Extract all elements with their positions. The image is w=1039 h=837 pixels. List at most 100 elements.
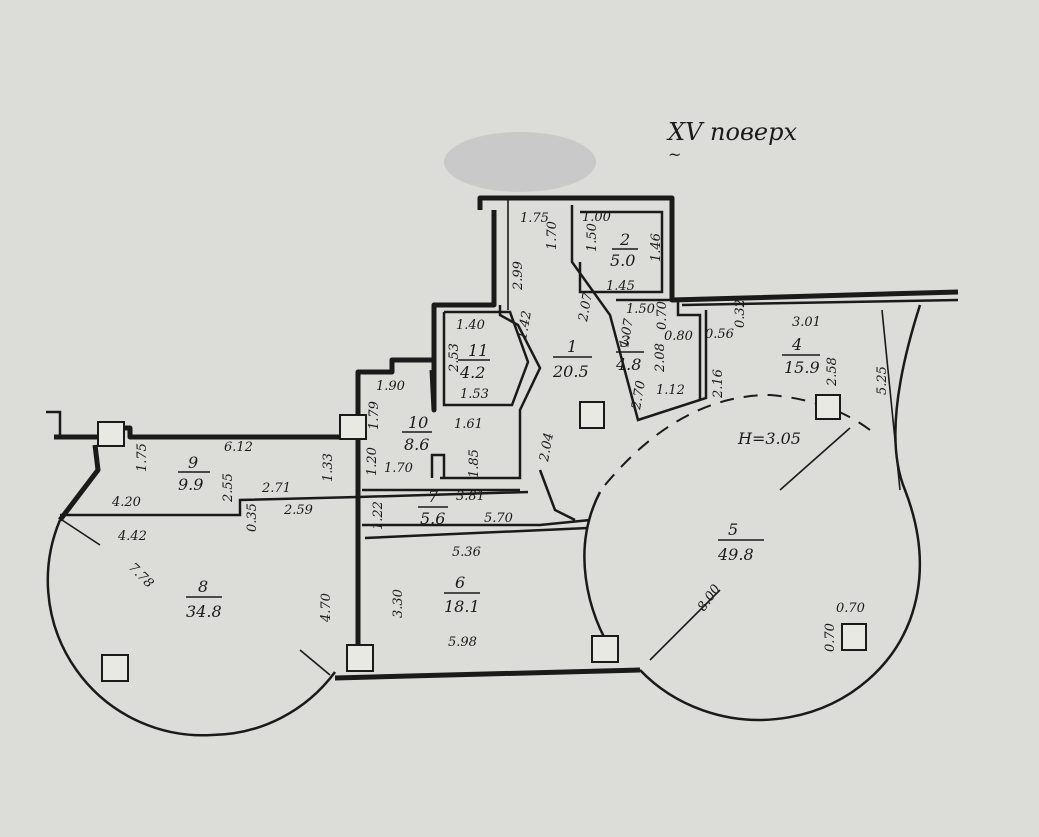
column-left (97, 421, 125, 447)
wall-top-right-hatch (681, 298, 959, 307)
arrow-room-4 (881, 309, 901, 491)
dim-label: 1.45 (606, 279, 635, 294)
wall-room-7-bottom (362, 518, 591, 527)
dim-label: 2.70 (629, 380, 649, 412)
dim-label: 1.79 (367, 401, 382, 430)
dim-label: 0.35 (245, 503, 260, 532)
dim-label: 3.81 (456, 489, 485, 504)
wall-room-10-stub (430, 453, 446, 478)
dim-label: 1.40 (456, 318, 485, 333)
wall-room-2-inner (578, 210, 664, 294)
dim-label: 0.32 (733, 299, 748, 328)
dim-label: 5.98 (448, 635, 477, 650)
room-2-area: 5.0 (610, 251, 635, 270)
dim-label: 5.36 (452, 545, 481, 560)
room-1-area: 20.5 (552, 362, 589, 381)
dim-label: 7.78 (125, 560, 156, 591)
column-room-1 (579, 401, 605, 429)
wall-room-3 (616, 298, 702, 400)
room-5-id: 5 (728, 520, 738, 539)
room-4-id: 4 (791, 335, 802, 354)
column-right-bottom (591, 635, 619, 663)
column-room-4 (815, 394, 841, 420)
dim-label: 1.42 (515, 310, 535, 341)
wall-core-top (477, 195, 959, 303)
dim-label: 1.61 (454, 417, 483, 432)
dim-label: 2.71 (261, 481, 291, 496)
dim-label: 2.16 (711, 369, 726, 399)
dim-label: 3.30 (391, 589, 406, 618)
dim-label: 6.12 (224, 440, 253, 455)
room-7-id: 7 (428, 487, 439, 506)
dimension-labels: 1.75 1.00 1.70 1.50 1.46 2.99 1.45 2.07 … (111, 210, 890, 652)
dim-label: 1.85 (467, 449, 482, 478)
wall-room-6-curve (583, 491, 614, 651)
wall-corridor-diag (538, 469, 576, 522)
dim-label: 2.58 (825, 357, 840, 387)
column-room-5 (841, 623, 867, 651)
wall-bottom (334, 667, 641, 681)
dim-label: 1.07 (617, 317, 637, 349)
dim-label: 1.33 (321, 453, 336, 482)
room-5-area: 49.8 (717, 545, 754, 564)
dim-label: 1.90 (376, 379, 405, 394)
dim-label: 1.00 (582, 210, 611, 225)
dim-label: 2.99 (511, 261, 526, 291)
dim-label: 2.59 (283, 503, 313, 518)
wall-room-11-outer (440, 305, 542, 480)
dim-label: 1.20 (365, 447, 380, 476)
room-8-id: 8 (198, 577, 208, 596)
floor-title: XV поверх (666, 118, 797, 146)
ceiling-height-label: H=3.05 (737, 429, 801, 448)
dim-label: 2.55 (221, 473, 236, 503)
room-labels: 1 20.5 2 5.0 3 4.8 4 15.9 5 49.8 6 18.1 … (178, 230, 820, 621)
wall-core-left (429, 210, 497, 413)
room-1-id: 1 (567, 337, 577, 356)
room-4-area: 15.9 (784, 358, 820, 377)
column-center-bottom (346, 644, 374, 672)
dim-label: 0.70 (823, 623, 838, 652)
dim-label: 0.56 (705, 327, 734, 342)
column-center-top (339, 414, 367, 440)
room-6-id: 6 (455, 573, 465, 592)
room-7-area: 5.6 (420, 509, 445, 528)
room-9-id: 9 (188, 453, 198, 472)
dim-label: 4.20 (111, 495, 141, 510)
room-11-area: 4.2 (459, 363, 485, 382)
dim-label: 1.75 (135, 443, 150, 472)
dim-label: 0.70 (655, 301, 670, 330)
room-2-id: 2 (619, 230, 630, 249)
dim-label: 0.70 (836, 601, 865, 616)
wall-left-top-return (58, 444, 101, 522)
column-room-8 (101, 654, 129, 682)
title-tilde: ~ (668, 145, 681, 164)
dim-label: 5.25 (875, 366, 890, 395)
dim-label: 1.12 (656, 383, 685, 398)
dim-label: 2.04 (537, 432, 557, 464)
room-3-area: 4.8 (615, 355, 641, 374)
dim-label: 1.22 (371, 501, 386, 530)
dim-label: 1.70 (384, 461, 413, 476)
room-6-area: 18.1 (444, 597, 480, 616)
wall-room-6-top (364, 526, 589, 540)
room-10-area: 8.6 (404, 435, 429, 454)
dim-label: 2.53 (447, 343, 462, 373)
dim-label: 1.50 (585, 223, 600, 252)
room-11-id: 11 (468, 341, 488, 360)
wall-top-left-stub (46, 410, 62, 437)
wall-room-8-arc (46, 519, 337, 737)
dim-label: 8.00 (695, 582, 724, 614)
dim-label: 1.53 (460, 387, 489, 402)
dim-label: 0.80 (664, 329, 693, 344)
dim-label: 1.50 (626, 302, 655, 317)
dim-label: 2.08 (653, 343, 668, 373)
dim-label: 4.42 (117, 529, 147, 544)
room-10-id: 10 (408, 413, 428, 432)
dim-label: 1.75 (520, 211, 549, 226)
dim-label: 5.70 (484, 511, 513, 526)
arrow-room-5 (649, 589, 721, 661)
wall-left-upper (355, 357, 434, 425)
arrow-room-8-bottom (299, 649, 331, 676)
dim-label: 2.07 (576, 291, 596, 324)
room-8-area: 34.8 (186, 602, 222, 621)
